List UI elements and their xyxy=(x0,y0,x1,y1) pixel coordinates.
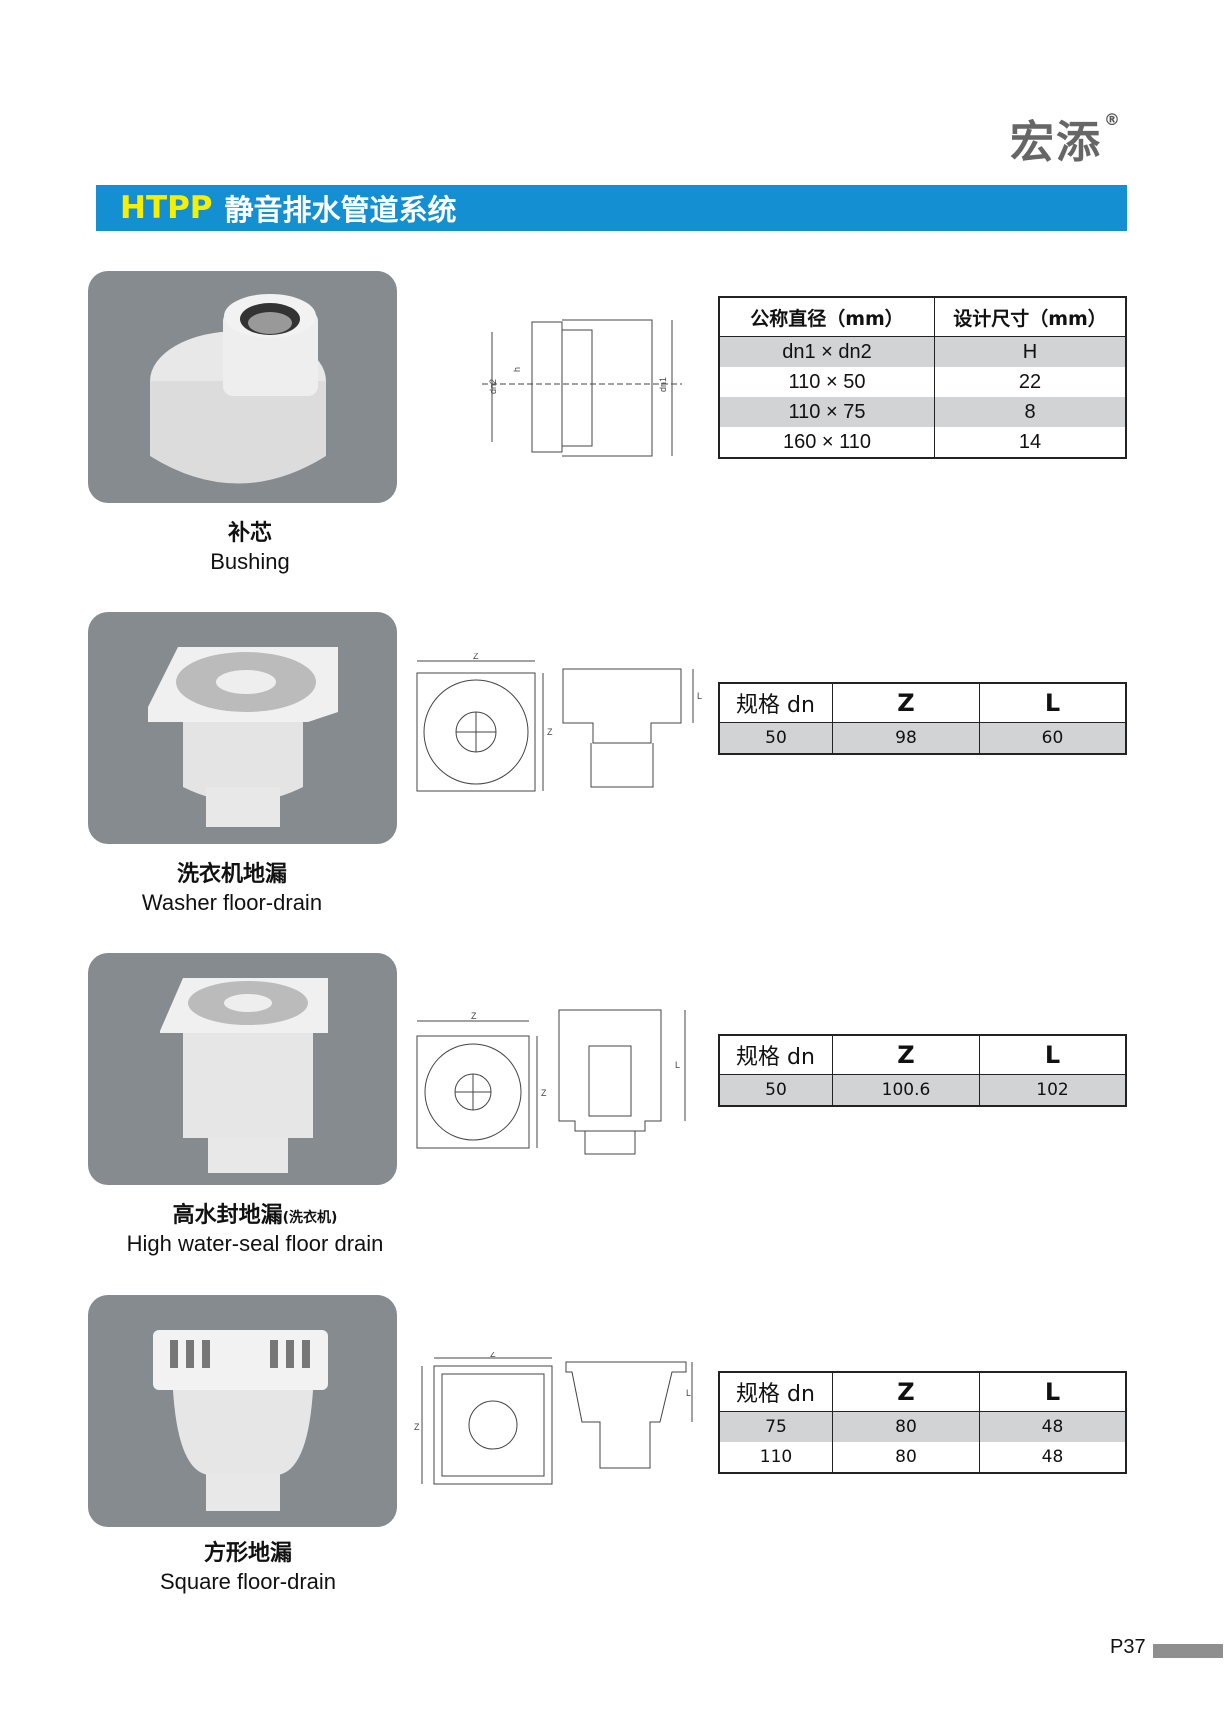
product-name-en: Bushing xyxy=(210,549,290,574)
label-z: Z xyxy=(473,653,479,661)
product-name-zh: 洗衣机地漏 xyxy=(176,862,287,887)
banner-prefix: HTPP xyxy=(120,190,213,226)
washer-drain-diagram: Z Z L xyxy=(416,653,702,792)
label-l: L xyxy=(697,691,702,701)
washer-drain-photo xyxy=(88,612,397,844)
square-drain-photo xyxy=(88,1295,397,1527)
product-name-zh: 方形地漏 xyxy=(203,1541,292,1566)
product-name-en: Washer floor-drain xyxy=(141,890,323,915)
square-drain-caption: 方形地漏 Square floor-drain xyxy=(88,1535,408,1595)
brand-name: 宏添 xyxy=(1010,117,1102,168)
bushing-caption: 补芯 Bushing xyxy=(90,515,410,575)
label-z-side: Z xyxy=(414,1422,420,1432)
bushing-photo xyxy=(88,271,397,503)
section-banner: HTPP 静音排水管道系统 xyxy=(96,185,1127,231)
label-h: h xyxy=(512,367,522,372)
label-l: L xyxy=(675,1060,680,1070)
header-cell: 设计尺寸（mm） xyxy=(934,297,1127,337)
product-name-note: (洗衣机) xyxy=(282,1210,338,1226)
bushing-diagram: dn2 h dn1 xyxy=(482,319,682,457)
label-z-side: Z xyxy=(541,1088,547,1098)
high-seal-drain-caption: 高水封地漏(洗衣机) High water-seal floor drain xyxy=(90,1197,420,1257)
banner-title: 静音排水管道系统 xyxy=(224,193,457,227)
label-l: L xyxy=(686,1388,691,1398)
washer-drain-caption: 洗衣机地漏 Washer floor-drain xyxy=(72,856,392,916)
label-dn1: dn1 xyxy=(658,377,668,392)
high-seal-drain-photo xyxy=(88,953,397,1185)
product-name-en: Square floor-drain xyxy=(159,1569,337,1594)
label-z-side: Z xyxy=(547,727,553,737)
product-name-en: High water-seal floor drain xyxy=(126,1231,384,1256)
label-dn2: dn2 xyxy=(488,379,498,394)
label-z: Z xyxy=(471,1011,477,1021)
header-cell: 公称直径（mm） xyxy=(718,297,935,337)
product-name-zh: 高水封地漏 xyxy=(172,1203,283,1228)
registered-mark: ® xyxy=(1104,110,1122,129)
high-seal-drain-diagram: Z Z L xyxy=(416,1009,686,1155)
square-drain-diagram: Z Z L xyxy=(414,1352,693,1485)
brand-logo: 宏添® xyxy=(1010,106,1122,170)
label-z: Z xyxy=(490,1352,496,1359)
page-number: P37 xyxy=(1110,1636,1146,1658)
product-name-zh: 补芯 xyxy=(227,521,272,546)
page-number-bar xyxy=(1153,1644,1223,1658)
